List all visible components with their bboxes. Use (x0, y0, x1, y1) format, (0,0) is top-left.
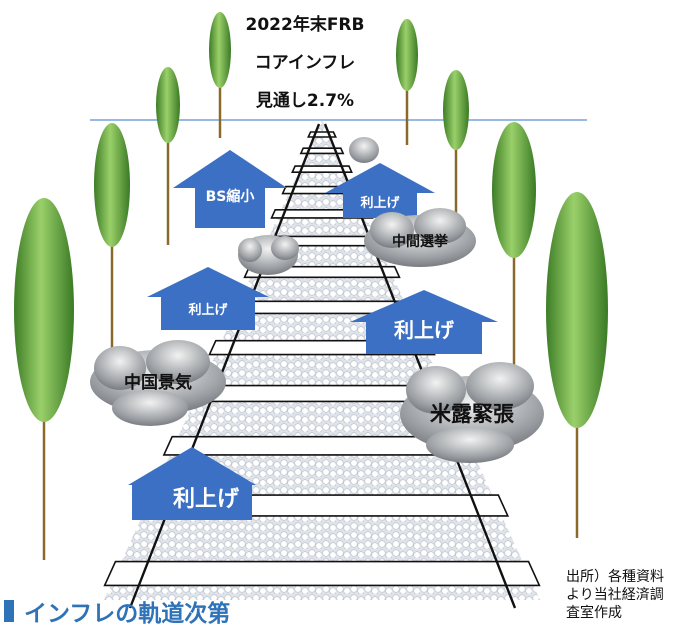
cloud-china-economy: 中国景気 (90, 340, 226, 426)
trees-left (14, 12, 231, 560)
tree (546, 192, 608, 538)
cloud-us-russia-tension: 米露緊張 (400, 362, 544, 463)
arrow-rate-hike-1: 利上げ (325, 163, 435, 218)
trees-right (396, 19, 608, 538)
cloud-label: 中国景気 (124, 372, 192, 393)
caption-marker (4, 600, 14, 622)
arrow-label: 利上げ (188, 302, 228, 318)
rail (128, 123, 321, 609)
tree (396, 19, 418, 145)
sleeper (307, 131, 337, 138)
goal-line-1: 2022年末FRB (245, 15, 365, 35)
cloud-midterm-election: 中間選挙 (364, 208, 476, 267)
caption-text: インフレの軌道次第 (24, 601, 231, 627)
sleeper (291, 165, 353, 173)
arrow-rate-hike-2: 利上げ (147, 267, 269, 330)
arrow-rate-hike-3: 利上げ (350, 290, 498, 354)
goal-line-3: 見通し2.7% (255, 91, 355, 111)
cloud-small-left (238, 235, 299, 275)
goal-line-2: コアインフレ (254, 53, 356, 73)
tree (443, 70, 469, 215)
caption: インフレの軌道次第 (4, 594, 230, 628)
cloud-label: 中間選挙 (392, 233, 449, 250)
goal-label: 2022年末FRB コアインフレ 見通し2.7% (225, 6, 385, 120)
source-note: 出所）各種資料より当社経済調査室作成 (566, 569, 664, 621)
arrow-rate-hike-4: 利上げ (128, 447, 256, 520)
arrow-label: 利上げ (360, 195, 400, 211)
arrow-label: BS縮小 (206, 188, 255, 205)
tree (14, 198, 74, 560)
sleeper (103, 560, 541, 587)
tree (156, 67, 180, 245)
arrow-bs-shrink: BS縮小 (173, 150, 287, 228)
arrow-label: 利上げ (394, 318, 455, 342)
arrow-label: 利上げ (173, 487, 240, 512)
tree (492, 122, 536, 375)
cloud-label: 米露緊張 (430, 402, 515, 426)
tree (94, 123, 130, 375)
tree (209, 12, 231, 138)
sleeper (299, 147, 345, 155)
cloud-small-top (349, 137, 379, 163)
